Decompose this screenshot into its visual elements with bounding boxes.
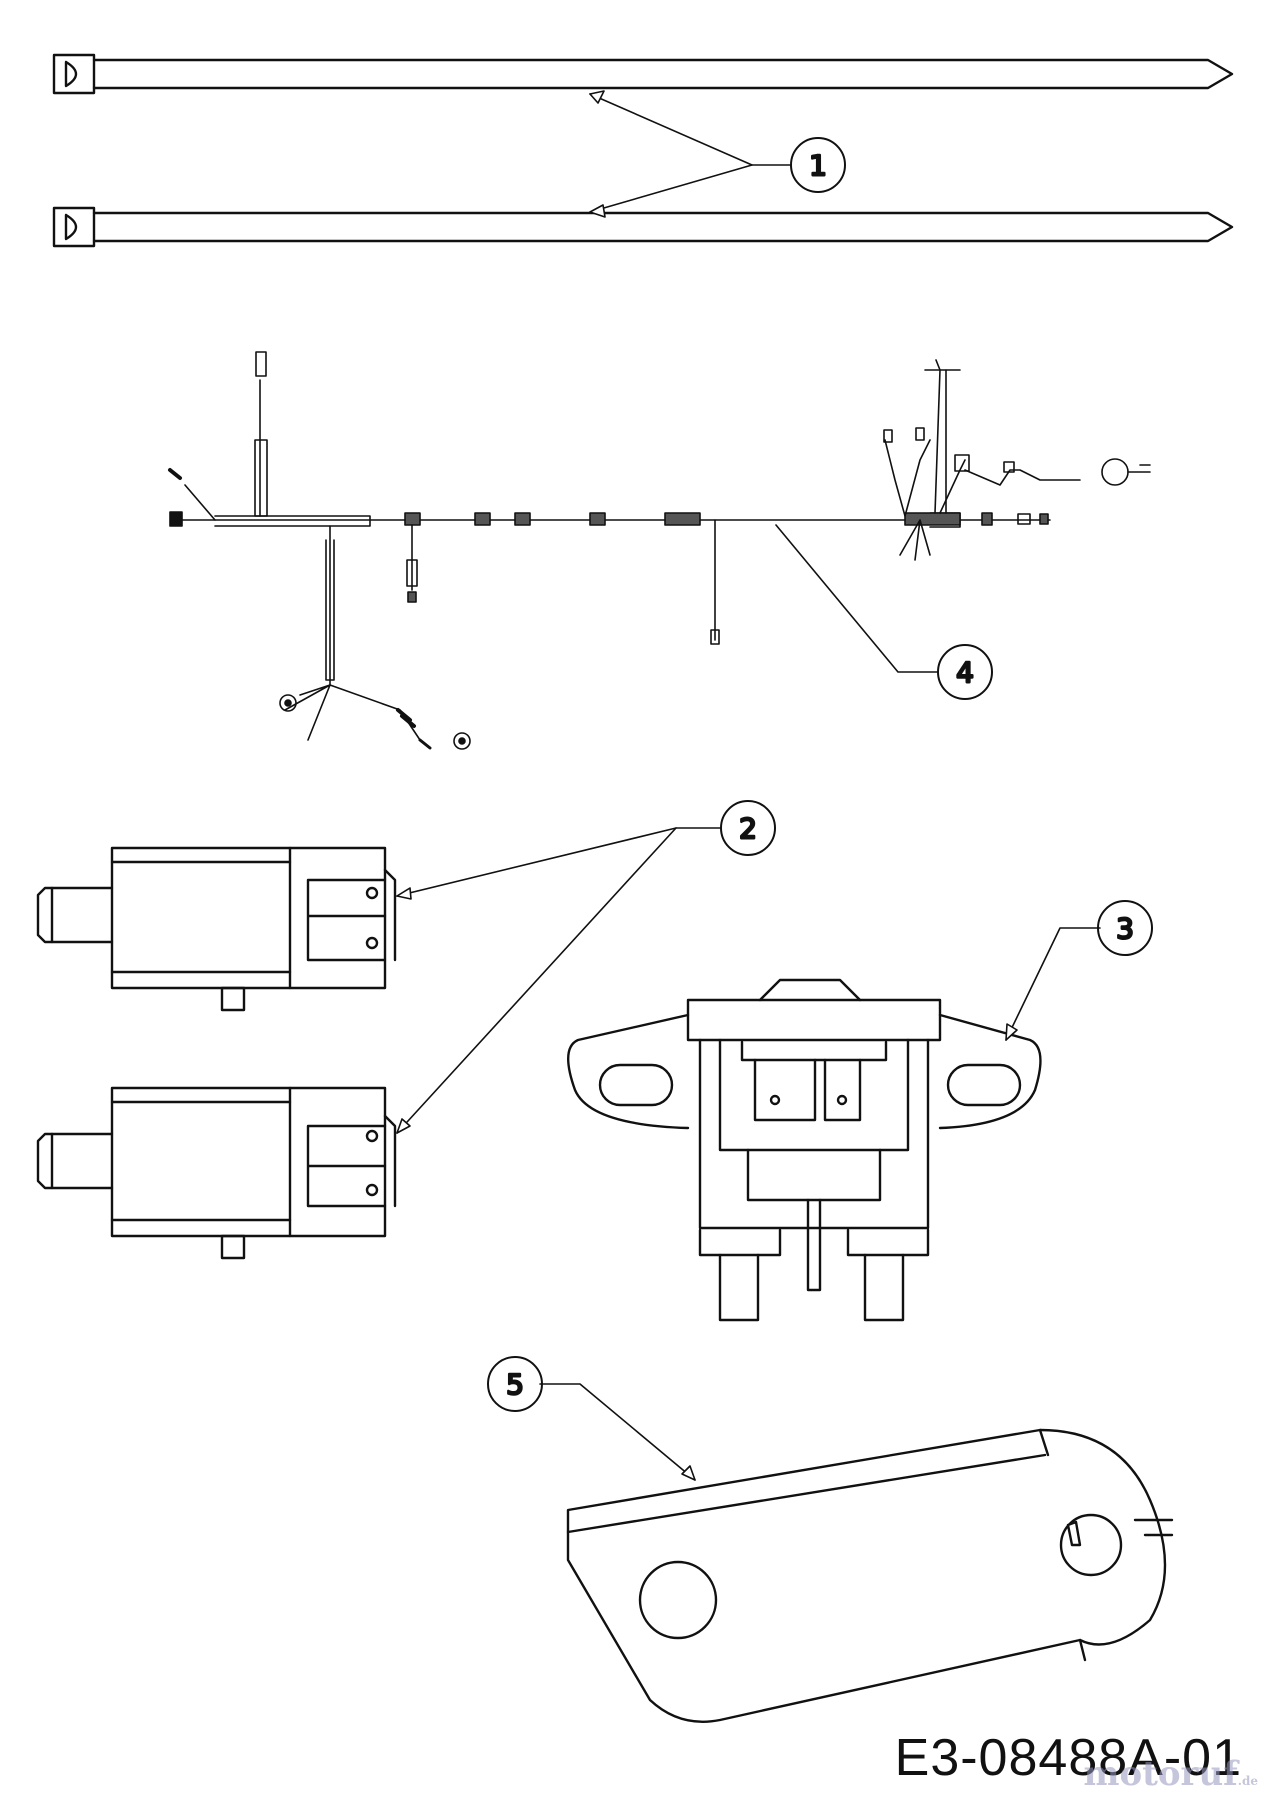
svg-text:5: 5 bbox=[506, 1368, 524, 1401]
svg-text:4: 4 bbox=[956, 656, 974, 689]
svg-text:3: 3 bbox=[1116, 912, 1134, 945]
switch-bottom bbox=[36, 1086, 397, 1260]
callout-2: 2 bbox=[720, 800, 776, 856]
leader-5 bbox=[539, 1383, 696, 1481]
cable-tie-top bbox=[52, 53, 1234, 95]
callout-5: 5 bbox=[487, 1356, 543, 1412]
svg-text:1: 1 bbox=[809, 149, 827, 182]
wire-harness bbox=[168, 351, 1151, 750]
drawing-code: E3-08488A-01 bbox=[894, 1729, 1242, 1787]
cable-tie-bottom bbox=[52, 206, 1234, 248]
switch-top bbox=[36, 846, 397, 1012]
callout-3: 3 bbox=[1097, 900, 1153, 956]
watermark-brand: motoruf bbox=[1083, 1754, 1238, 1794]
watermark-suffix: .de bbox=[1237, 1774, 1258, 1788]
callout-4: 4 bbox=[937, 644, 993, 700]
leader-1 bbox=[589, 90, 791, 218]
leader-4 bbox=[775, 524, 939, 673]
callout-1: 1 bbox=[790, 137, 846, 193]
watermark-logo: motoruf.de bbox=[1084, 1754, 1259, 1794]
solenoid bbox=[567, 978, 1042, 1322]
svg-text:2: 2 bbox=[739, 812, 757, 845]
leader-3 bbox=[1005, 927, 1101, 1041]
lever-bracket bbox=[566, 1428, 1174, 1723]
leader-2 bbox=[396, 827, 721, 1134]
